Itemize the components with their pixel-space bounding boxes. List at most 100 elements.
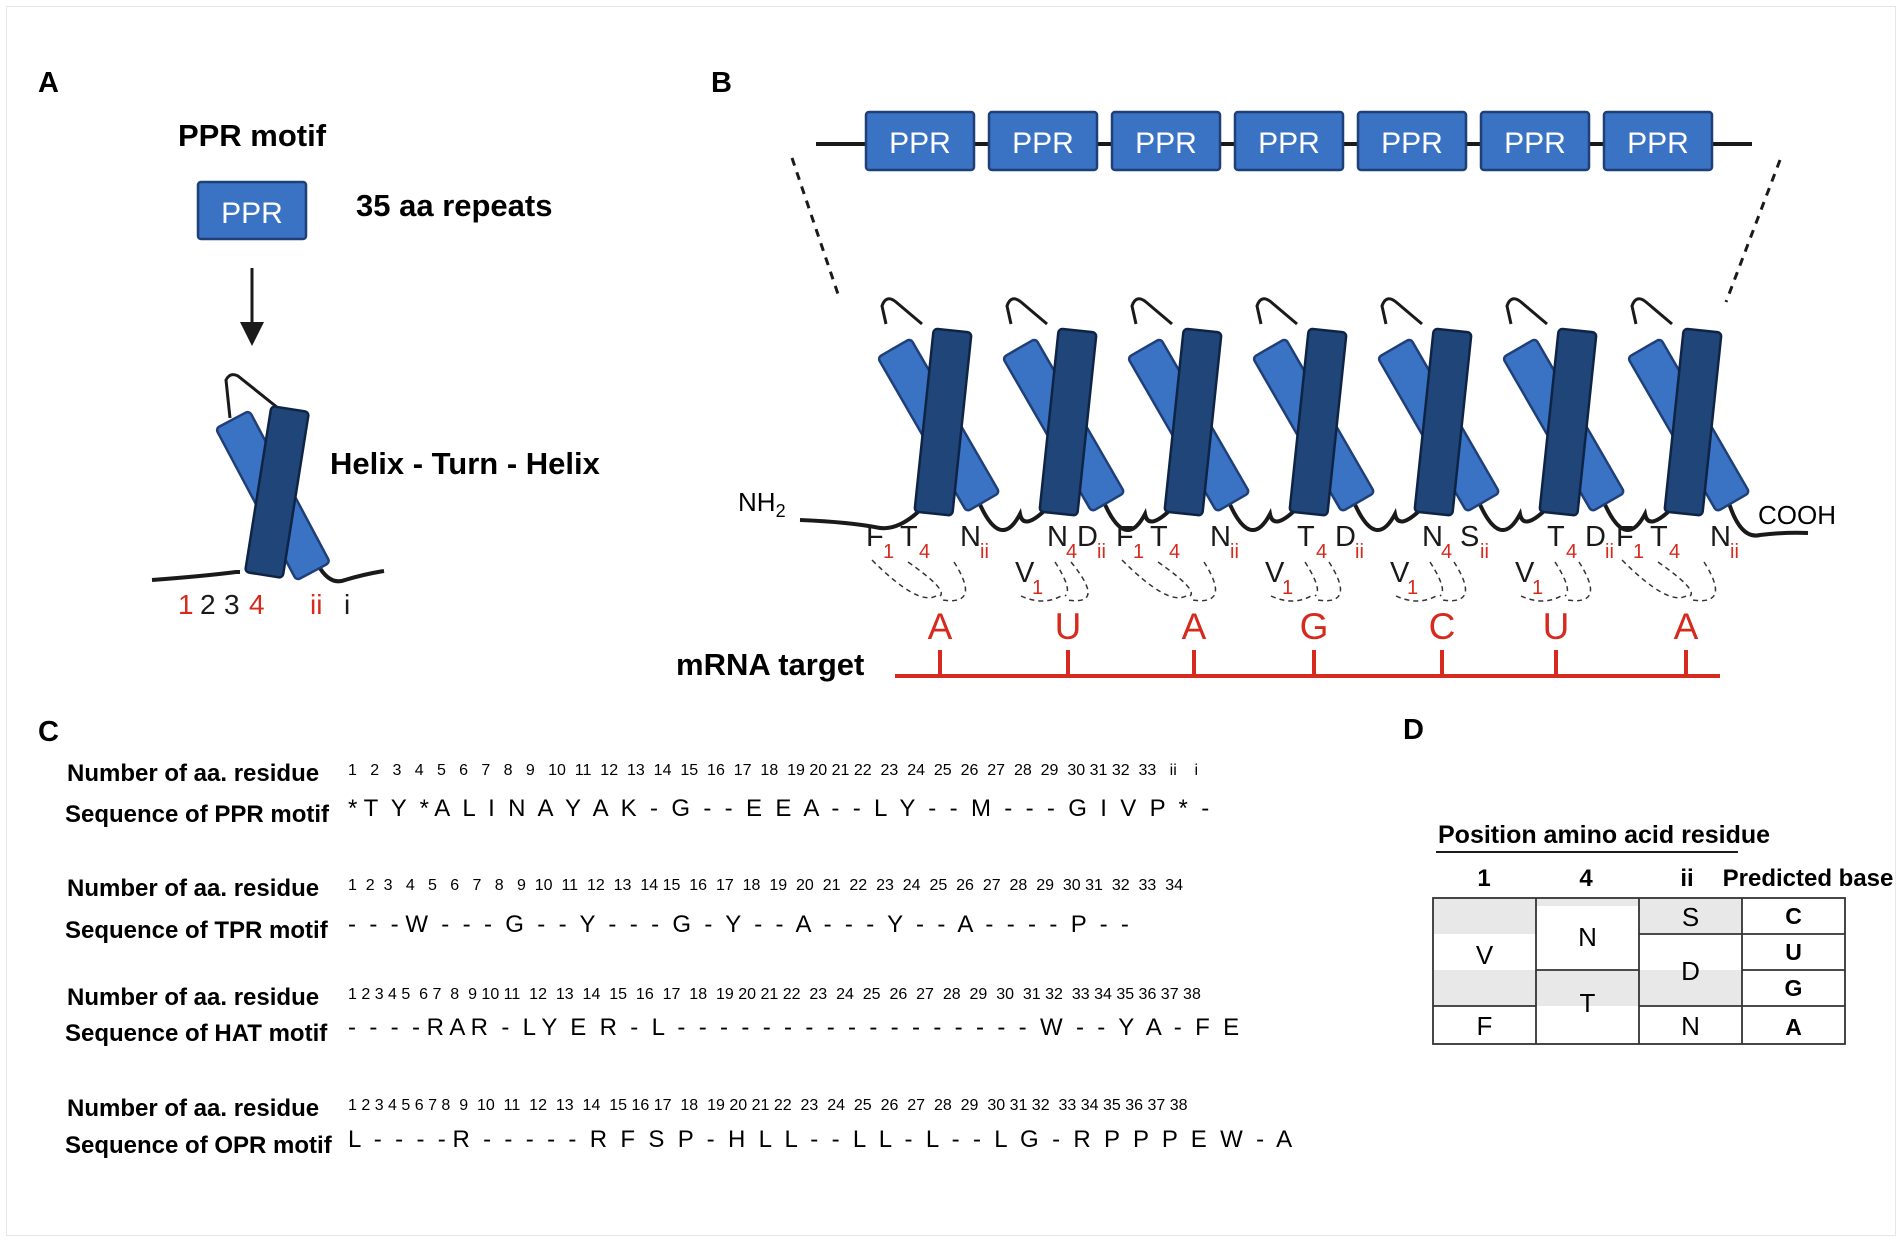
c-sequence-label: Sequence of HAT motif [65, 1020, 328, 1047]
b-helix-dark [1163, 327, 1223, 517]
b-base-letter: A [1182, 606, 1207, 647]
b-ppr-box [1110, 110, 1222, 172]
c-sequence: L - - - - R - - - - - R F S P - H L L - … [348, 1126, 1292, 1153]
b-turn-loop [1380, 297, 1423, 326]
b-arc-ii [941, 561, 967, 602]
b-res-pos4: T [900, 521, 918, 553]
b-arc-1 [1121, 559, 1187, 599]
b-arc-1 [1270, 595, 1312, 602]
c-residue-numbers: 1 2 3 4 5 6 7 8 9 10 11 12 13 14 15 16 1… [348, 877, 1183, 894]
a-turn-loop [224, 373, 279, 419]
b-ppr-box [864, 110, 976, 172]
b-arc-4 [907, 561, 942, 597]
b-arc-1 [1395, 595, 1437, 602]
d-cell-base: C [1785, 903, 1802, 929]
b-res-pos1-sub: 1 [1532, 577, 1543, 599]
b-helix-unit [1127, 297, 1250, 517]
b-res-posii: N [1210, 521, 1231, 553]
b-helix-unit [1627, 297, 1750, 517]
d-cell-posii: S [1682, 902, 1699, 932]
repeat-text: 35 aa repeats [356, 188, 552, 223]
a-position-4: ii [310, 589, 322, 620]
b-turn-loop [880, 297, 923, 326]
b-res-pos1: V [1015, 557, 1035, 589]
d-cell-posii: N [1681, 1011, 1700, 1041]
b-res-pos1: F [1116, 521, 1134, 553]
a-backbone [151, 563, 385, 584]
b-turn-loop [1630, 297, 1673, 326]
b-turn-loop [1130, 297, 1173, 326]
b-turn-loop [1005, 297, 1048, 326]
b-arc-1 [1520, 595, 1562, 602]
c-residue-numbers: 1 2 3 4 5 6 7 8 9 10 11 12 13 14 15 16 1… [348, 762, 1198, 779]
b-ppr-box [1356, 110, 1468, 172]
c-sequence-label: Sequence of TPR motif [65, 917, 329, 944]
b-res-pos4: T [1297, 521, 1315, 553]
panel-label-a: A [38, 67, 59, 99]
b-res-pos4: N [1047, 521, 1068, 553]
b-ppr-box-label: PPR [1381, 127, 1443, 160]
a-position-5: i [344, 589, 350, 620]
c-number-label: Number of aa. residue [67, 875, 319, 902]
b-base-letter: G [1300, 606, 1329, 647]
b-arc-4 [1157, 561, 1192, 597]
panel-label-d: D [1403, 714, 1424, 746]
a-position-3: 4 [249, 589, 265, 620]
b-helix-dark [1538, 327, 1598, 517]
d-cell-pos4: T [1580, 988, 1596, 1018]
b-res-pos1: V [1390, 557, 1410, 589]
b-arc-1 [871, 559, 937, 599]
d-title: Position amino acid residue [1438, 821, 1770, 849]
b-arc-4 [1054, 561, 1069, 597]
b-ppr-box-label: PPR [1258, 127, 1320, 160]
b-res-pos1-sub: 1 [1133, 541, 1144, 563]
b-arc-ii [1191, 561, 1217, 602]
b-arc-1 [1621, 559, 1687, 599]
b-res-pos4-sub: 4 [919, 541, 930, 563]
b-arc-ii [1566, 561, 1592, 602]
b-base-letter: C [1429, 606, 1456, 647]
b-res-posii-sub: ii [1730, 541, 1739, 563]
b-ppr-box [1233, 110, 1345, 172]
b-binding-arcs [871, 559, 1717, 602]
ppr-box [196, 180, 308, 241]
d-cell-pos1: V [1476, 940, 1494, 970]
zoom-line-left [790, 157, 842, 301]
b-res-posii-sub: ii [1230, 541, 1239, 563]
c-residue-numbers: 1 2 3 4 5 6 7 8 9 10 11 12 13 14 15 16 1… [348, 1097, 1188, 1114]
b-res-pos4-sub: 4 [1066, 541, 1077, 563]
b-helix-unit [1502, 297, 1625, 517]
ppr-motif-title: PPR motif [178, 118, 327, 153]
mrna-target-label: mRNA target [676, 647, 864, 682]
d-shade [1433, 970, 1536, 1006]
b-arc-ii [1441, 561, 1467, 602]
b-helix-dark [1413, 327, 1473, 517]
b-res-pos1: F [866, 521, 884, 553]
a-helix-dark [244, 405, 310, 579]
c-residue-numbers: 1 2 3 4 5 6 7 8 9 10 11 12 13 14 15 16 1… [348, 986, 1201, 1003]
b-helix-dark [913, 327, 973, 517]
d-header: 4 [1579, 865, 1593, 892]
b-ppr-box-label: PPR [1627, 127, 1689, 160]
b-res-posii: D [1335, 521, 1356, 553]
d-header: 1 [1477, 865, 1490, 892]
b-ppr-box-label: PPR [1504, 127, 1566, 160]
b-res-pos4-sub: 4 [1669, 541, 1680, 563]
n-terminus: NH2 [738, 487, 786, 521]
zoom-line-right [1724, 159, 1782, 303]
helix-turn-helix-label: Helix - Turn - Helix [330, 446, 601, 481]
c-number-label: Number of aa. residue [67, 984, 319, 1011]
b-ppr-box-label: PPR [1135, 127, 1197, 160]
c-sequence-label: Sequence of OPR motif [65, 1132, 333, 1159]
b-ppr-box [1479, 110, 1591, 172]
b-res-pos4-sub: 4 [1316, 541, 1327, 563]
ppr-box-label: PPR [221, 197, 283, 230]
b-arc-1 [1020, 595, 1062, 602]
